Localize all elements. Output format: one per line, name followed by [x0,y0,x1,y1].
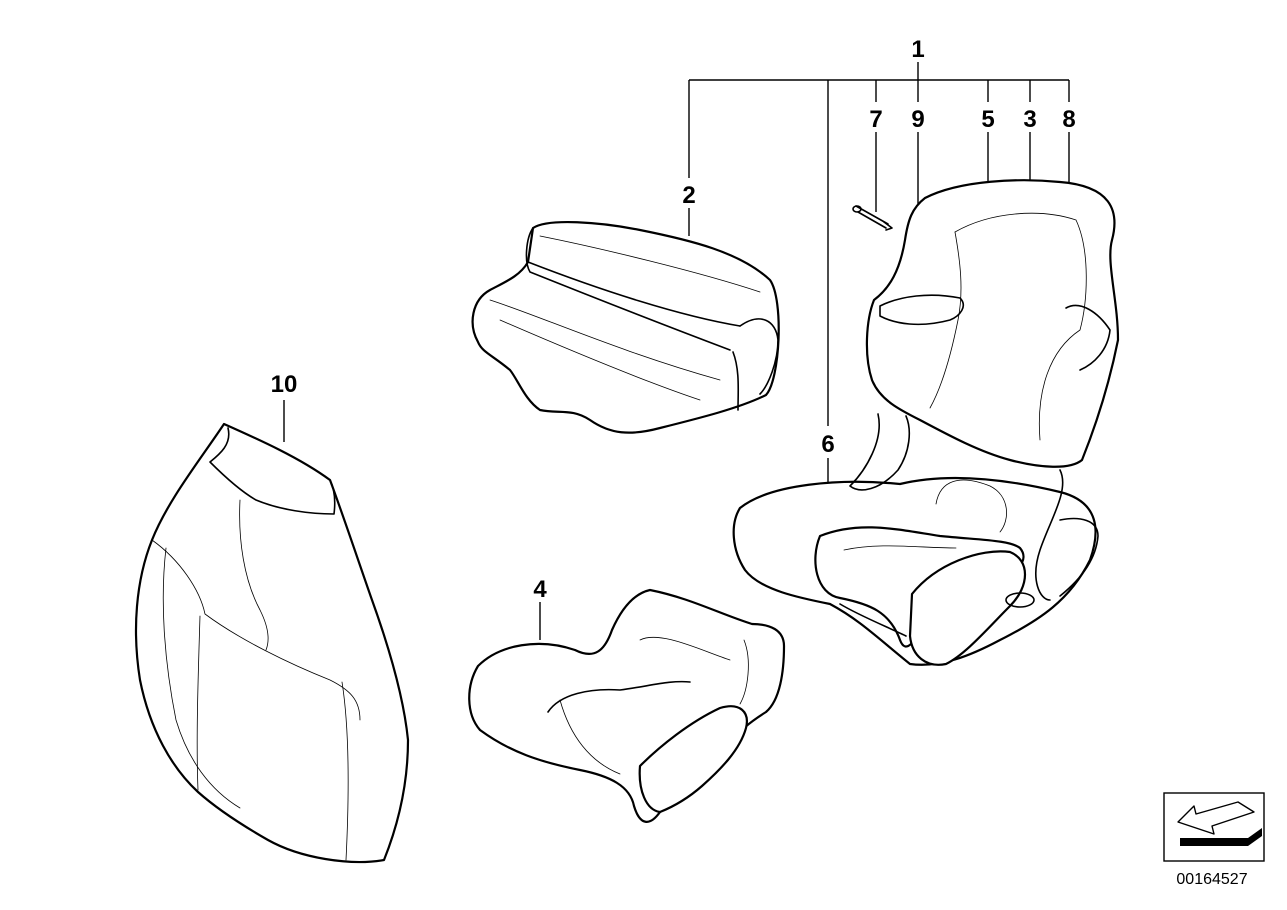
backrest-cover-part [134,422,410,864]
callout-2: 2 [682,182,695,209]
pin-part [852,205,893,231]
callout-9: 9 [911,106,924,133]
orientation-box: 00164527 [1163,792,1265,888]
callout-10: 10 [271,371,298,398]
callout-5: 5 [981,106,994,133]
callout-6: 6 [821,431,834,458]
child-seat-assembly-part [732,179,1120,666]
callout-7: 7 [869,106,882,133]
callout-labels: 1 2 3 4 5 6 7 8 9 10 [271,36,1076,603]
callout-3: 3 [1023,106,1036,133]
callout-4: 4 [533,576,547,603]
callout-8: 8 [1062,106,1075,133]
document-number: 00164527 [1176,871,1247,888]
arrow-icon [1177,801,1262,846]
seat-cushion-cover-part [468,588,786,823]
callout-1: 1 [911,36,924,63]
booster-cushion-part [471,221,780,434]
